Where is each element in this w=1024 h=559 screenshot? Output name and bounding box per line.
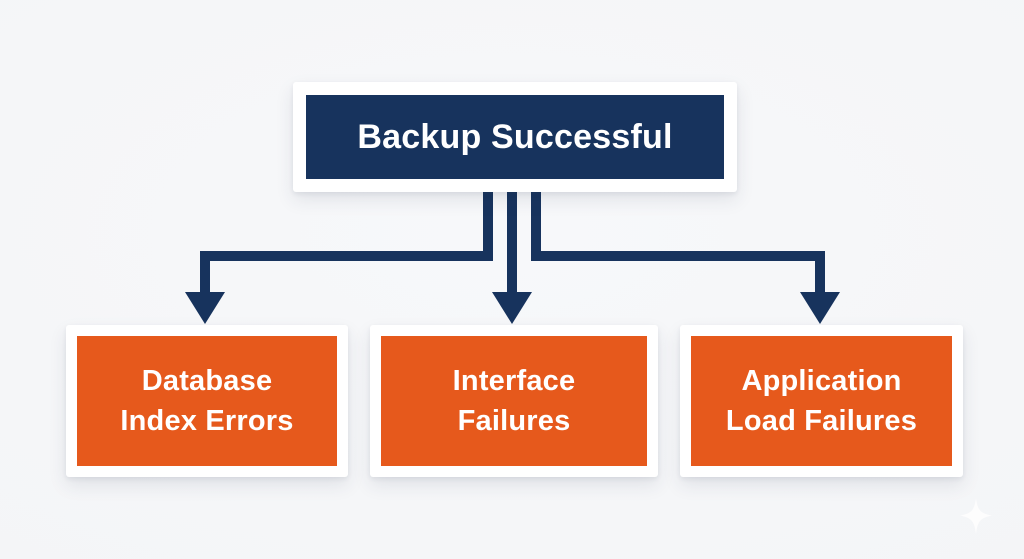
node-database-index-errors-box: Database Index Errors [77, 336, 337, 466]
node-interface-failures-line1: Interface [452, 365, 576, 397]
node-application-load-failures-line1: Application [741, 365, 902, 397]
connector-drop-right [815, 251, 825, 295]
node-application-load-failures-line2: Load Failures [725, 405, 918, 437]
node-database-index-errors-line1: Database [141, 365, 273, 397]
node-backup-successful-box: Backup Successful [306, 95, 724, 179]
arrowhead-middle [492, 292, 532, 324]
node-interface-failures: Interface Failures [370, 325, 658, 477]
node-application-load-failures-box: Application Load Failures [691, 336, 952, 466]
node-application-load-failures: Application Load Failures [680, 325, 963, 477]
node-interface-failures-box: Interface Failures [381, 336, 647, 466]
node-backup-successful-label: Backup Successful [357, 117, 673, 156]
sparkle-icon [958, 498, 994, 536]
connector-stub-right [531, 185, 541, 261]
connector-stub-middle [507, 185, 517, 295]
arrowhead-left [185, 292, 225, 324]
node-database-index-errors: Database Index Errors [66, 325, 348, 477]
connector-drop-left [200, 251, 210, 295]
connector-rail-right [531, 251, 825, 261]
node-backup-successful: Backup Successful [293, 82, 737, 192]
arrowhead-right [800, 292, 840, 324]
node-database-index-errors-line2: Index Errors [120, 405, 294, 437]
connector-stub-left [483, 185, 493, 261]
connector-rail-left [200, 251, 493, 261]
node-interface-failures-line2: Failures [457, 405, 571, 437]
